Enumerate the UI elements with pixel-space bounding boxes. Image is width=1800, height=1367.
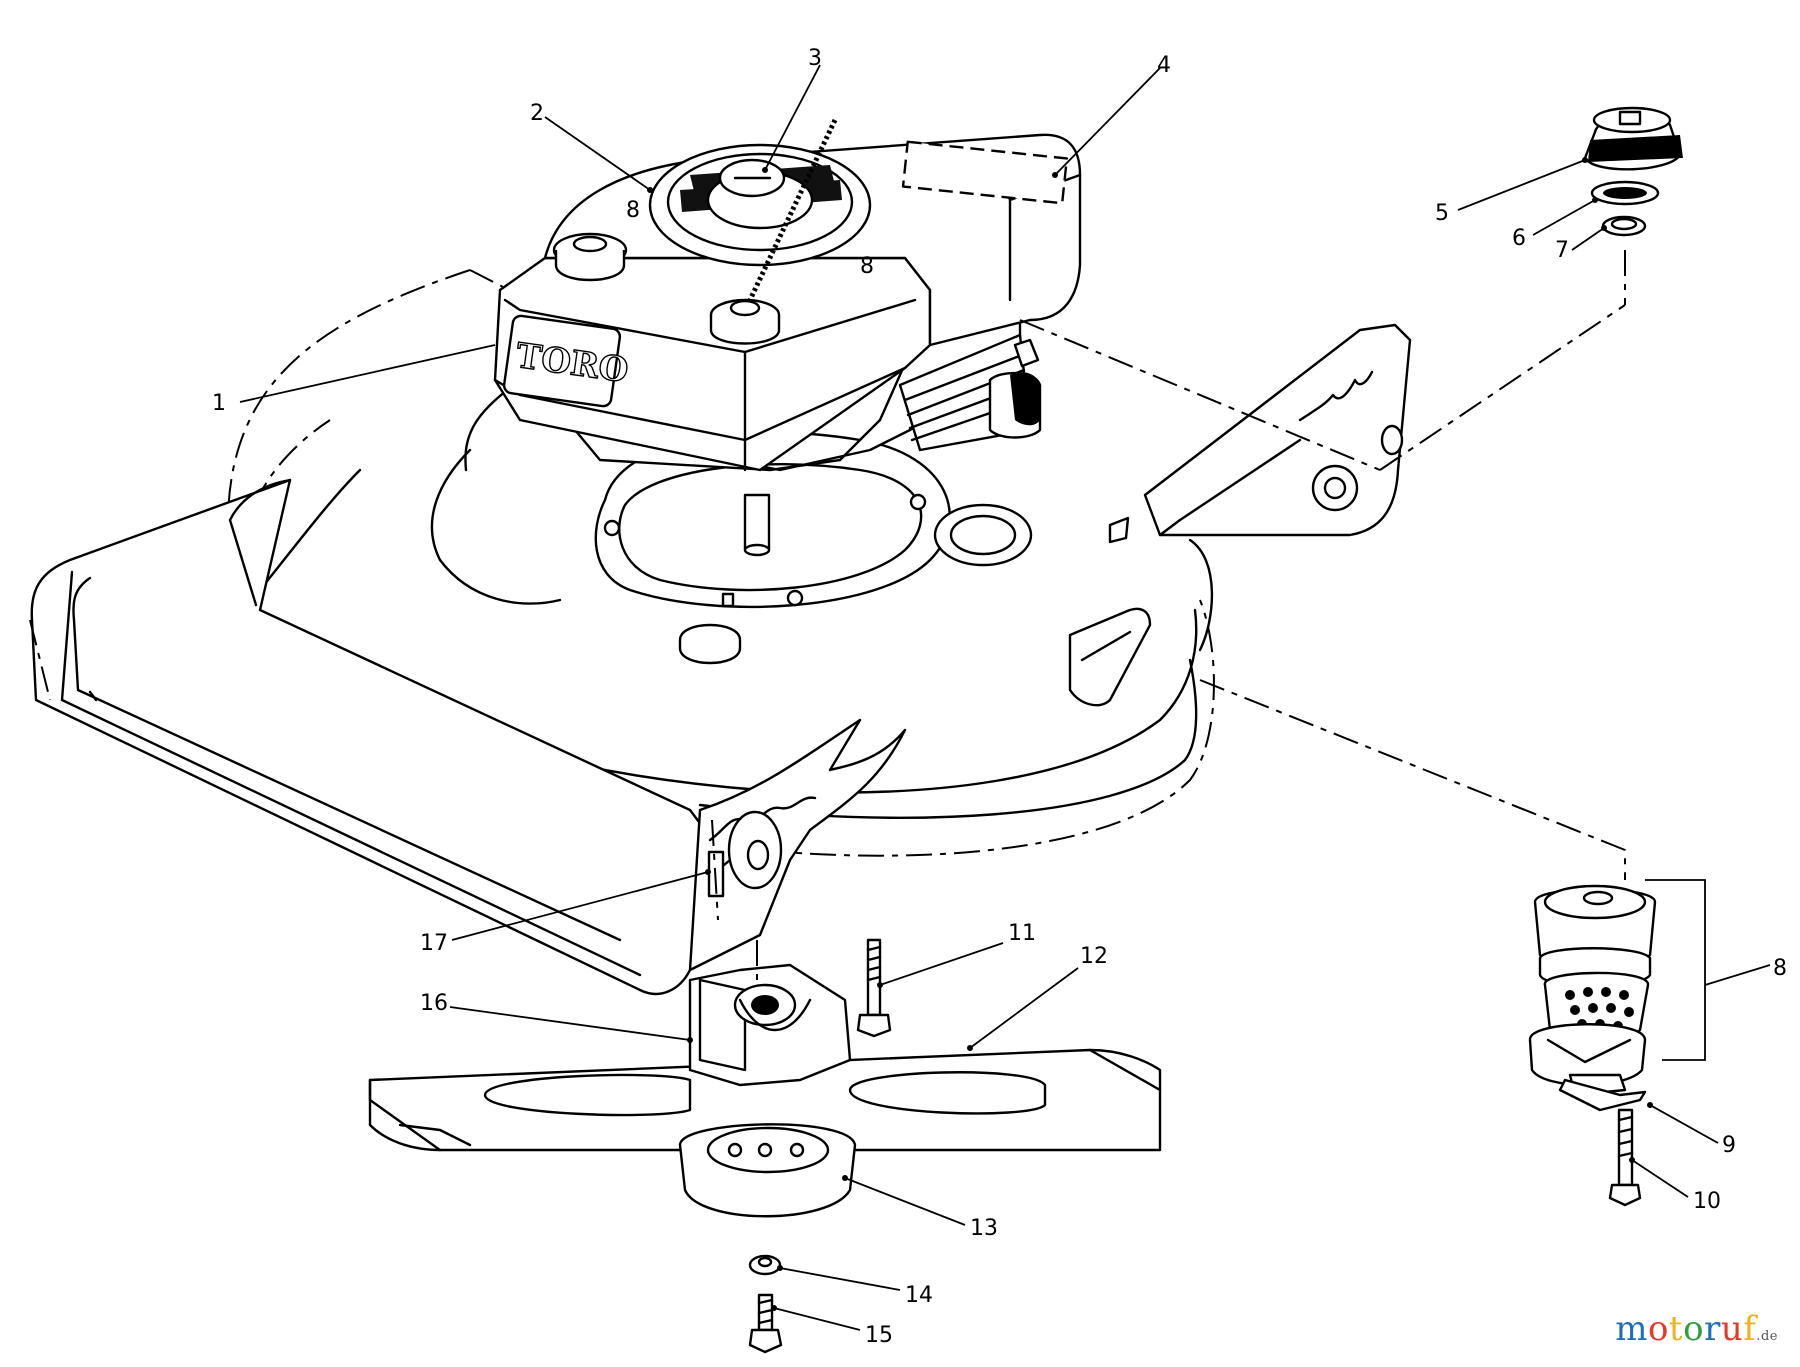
callout-6: 6 [1512,226,1526,251]
svg-text:8: 8 [626,198,640,223]
watermark-letter: m [1615,1309,1648,1349]
watermark-letter: r [1704,1309,1721,1349]
watermark-letter: t [1668,1309,1684,1349]
callout-14: 14 [905,1283,933,1308]
callout-8: 8 [1773,956,1787,981]
watermark-suffix: .de [1756,1329,1778,1344]
callout-7: 7 [1555,238,1569,263]
callout-leaders [239,64,1719,1331]
callout-9: 9 [1722,1133,1736,1158]
callout-12: 12 [1080,944,1108,969]
blade-assembly [368,938,1162,1354]
callout-2: 2 [530,101,544,126]
watermark-logo: motoruf.de [1615,1309,1778,1349]
blade-bolt-11 [856,938,892,1038]
callout-4: 4 [1157,53,1171,78]
svg-text:8: 8 [860,254,874,279]
callout-1: 1 [212,391,226,416]
callout-17: 17 [420,931,448,956]
watermark-letter: o [1683,1309,1705,1349]
callout-13: 13 [970,1216,998,1241]
watermark-letter: f [1743,1309,1757,1349]
callout-numbers: 1 2 3 4 5 6 7 8 9 10 11 12 13 14 15 16 1… [212,46,1787,1348]
callout-3: 3 [808,46,822,71]
engine: TORO 8 8 [493,118,1082,665]
wheel-bolt-10 [1608,1108,1642,1207]
callout-5: 5 [1435,201,1449,226]
cylinder-fins [898,333,1042,452]
callout-16: 16 [420,991,448,1016]
callout-dots [647,157,1653,1311]
callout-10: 10 [1693,1189,1721,1214]
watermark-letter: u [1720,1309,1744,1349]
callout-11: 11 [1008,921,1036,946]
mower-deck [29,269,1412,996]
wheel-hardware [1019,106,1771,1207]
watermark-letter: o [1647,1309,1669,1349]
callout-15: 15 [865,1323,893,1348]
blade-bolt-15 [748,1293,783,1354]
